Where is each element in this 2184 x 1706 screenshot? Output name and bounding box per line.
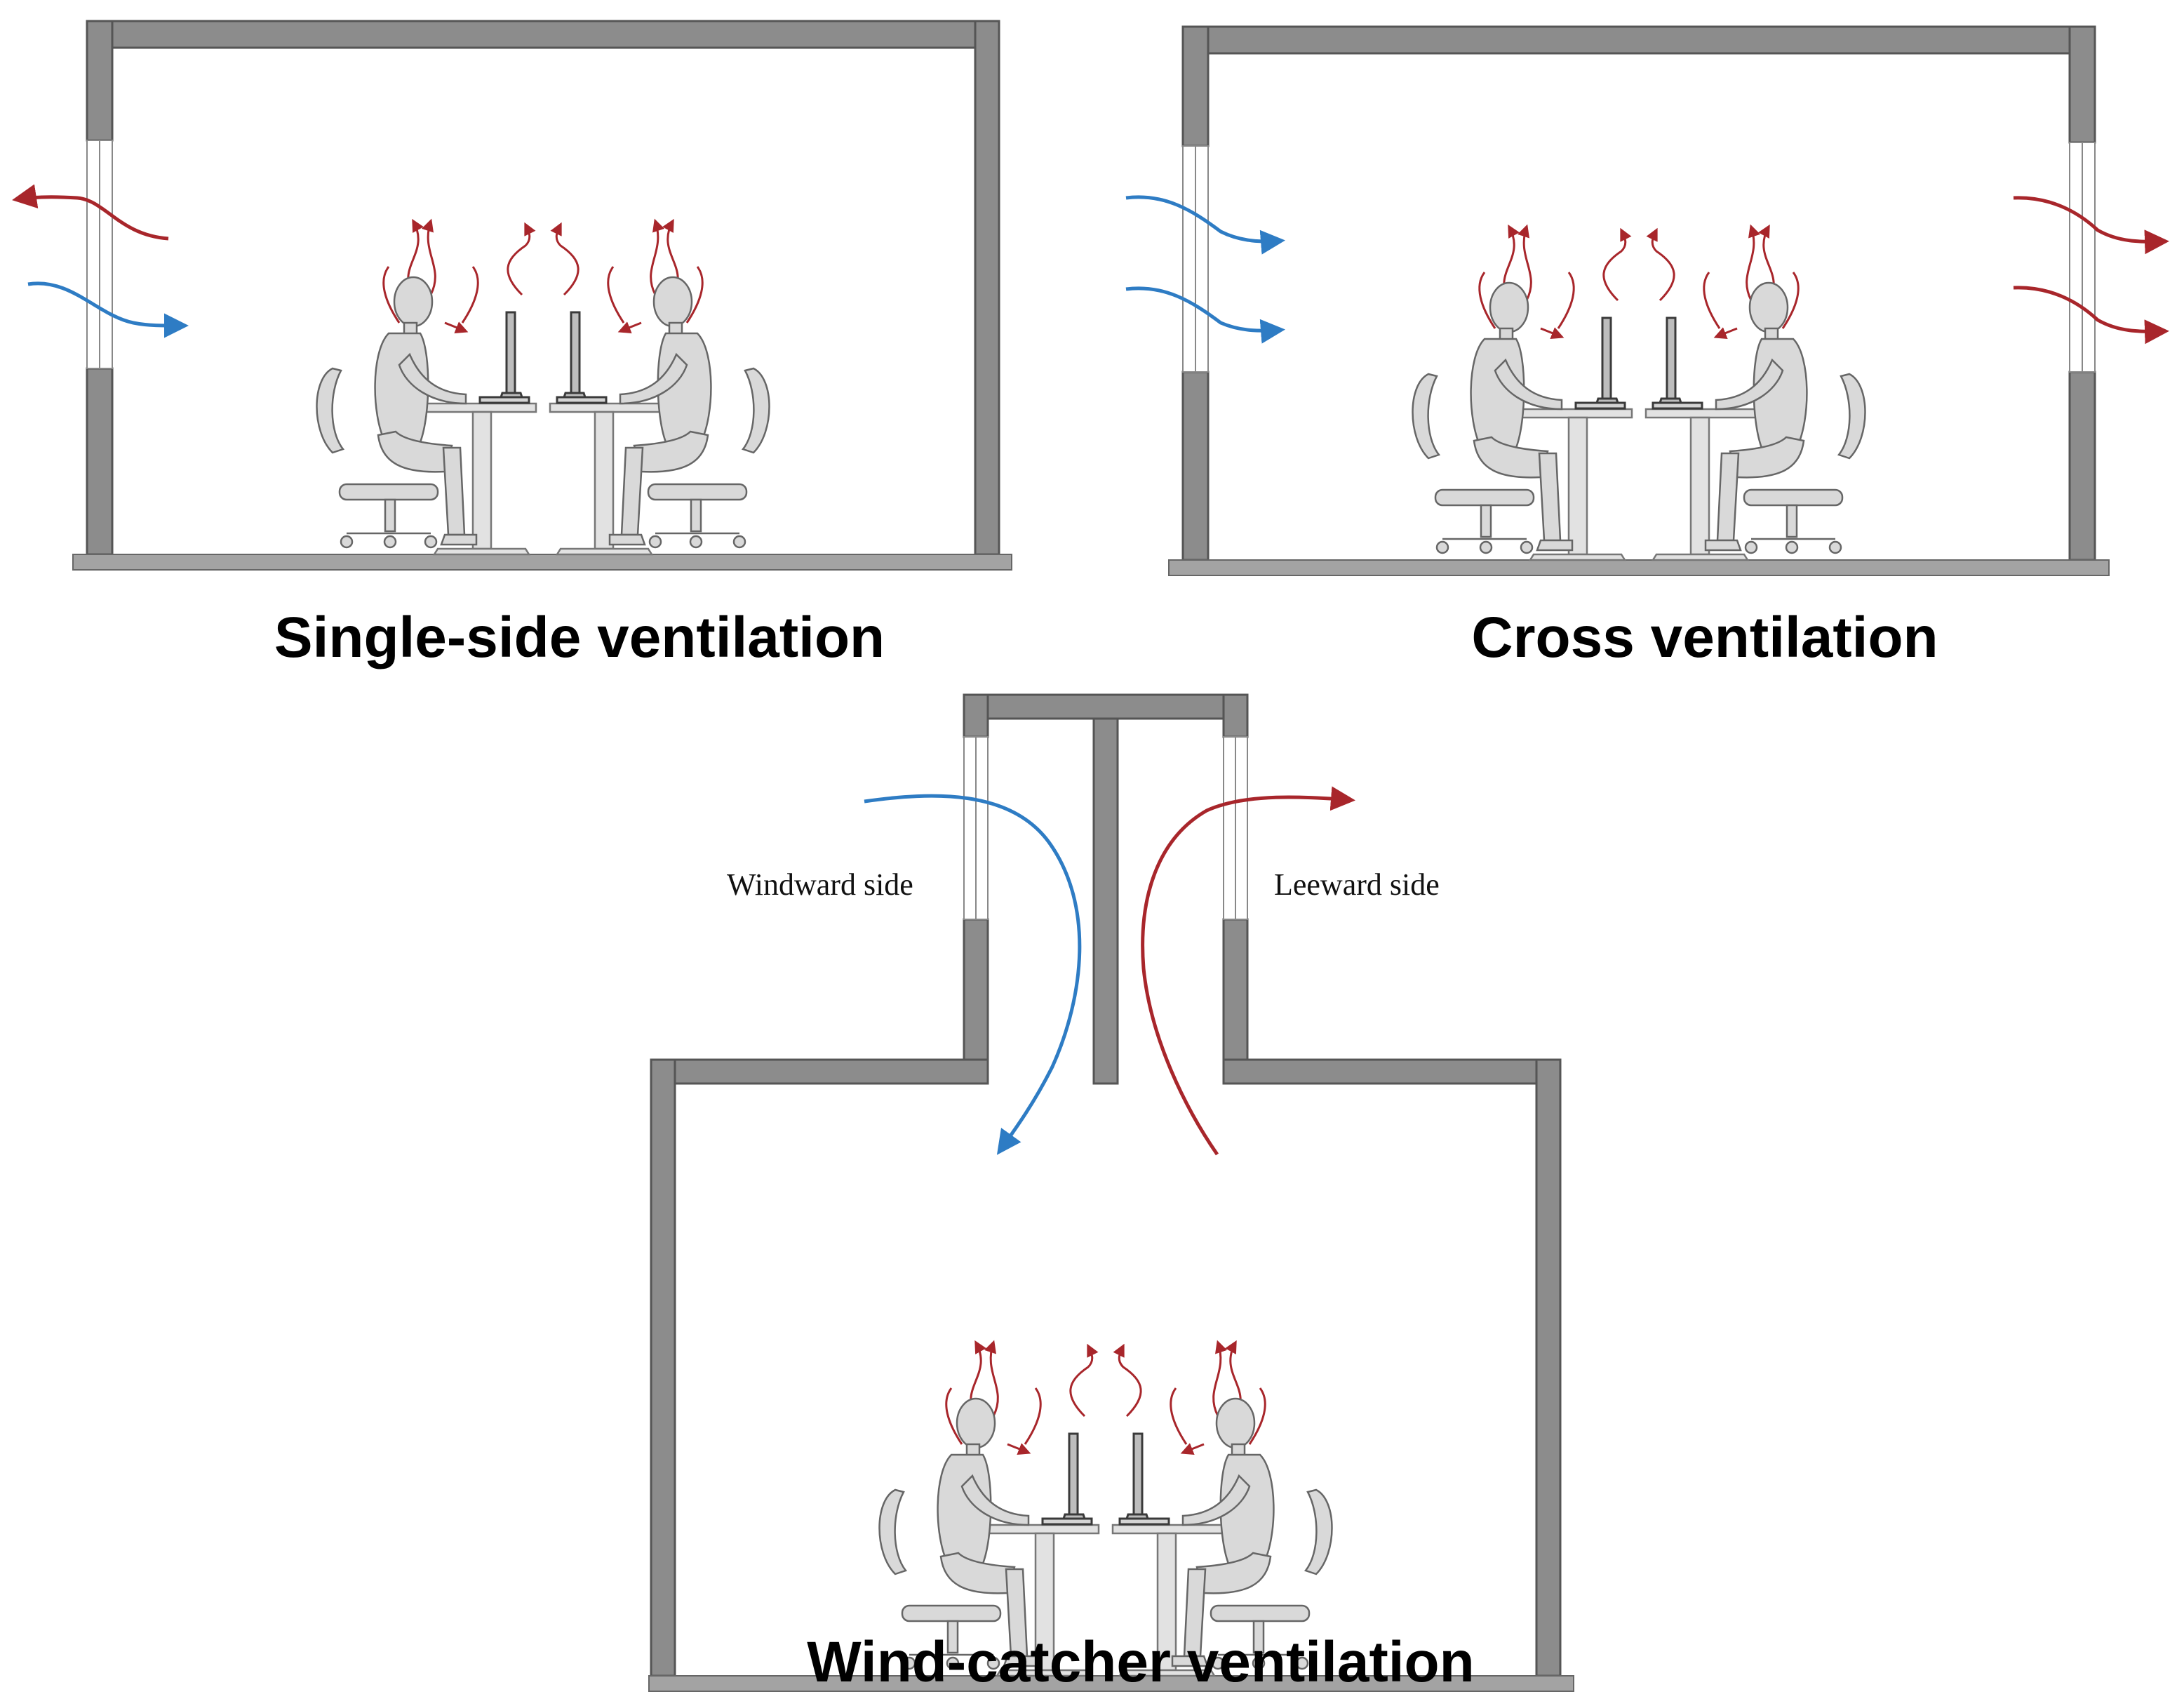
single-side-office-scene	[317, 221, 770, 554]
cross-exhaust-arrow-bottom	[2013, 286, 2169, 345]
single-side-floor	[72, 554, 1012, 571]
cross-panel	[1125, 25, 2169, 576]
tower-cap	[963, 693, 1249, 720]
room-roof-right	[1222, 1058, 1562, 1085]
cross-fresh-air-arrow-bottom	[1125, 286, 1285, 344]
single-side-title: Single-side ventilation	[274, 606, 885, 669]
single-side-exhaust-arrow	[12, 184, 169, 241]
windward-side-label: Windward side	[727, 867, 913, 902]
cross-floor	[1168, 559, 2110, 576]
windward-fresh-air-arrow	[864, 794, 1082, 1155]
cross-left-wall-upper	[1181, 25, 1210, 147]
cross-exhaust-arrow-top	[2013, 196, 2169, 255]
room-left-wall	[650, 1058, 676, 1677]
tower-left-wall-upper	[963, 693, 989, 738]
wind-catcher-floor	[648, 1675, 1574, 1692]
cross-left-wall-lower	[1181, 371, 1210, 561]
single-side-panel	[12, 20, 1012, 571]
wind-catcher-panel	[648, 693, 1574, 1692]
wind-catcher-office-scene	[880, 1342, 1332, 1676]
single-side-left-wall-upper	[86, 20, 114, 142]
tower-right-wall-upper	[1222, 693, 1249, 738]
single-side-right-wall	[974, 20, 1000, 556]
single-side-fresh-air-arrow	[27, 281, 189, 338]
leeward-exhaust-arrow	[1141, 786, 1355, 1156]
cross-right-wall-upper	[2068, 25, 2096, 144]
cross-roof	[1181, 25, 2096, 55]
room-roof-left	[650, 1058, 989, 1085]
tower-center-divider	[1092, 717, 1119, 1085]
single-side-roof	[86, 20, 1000, 49]
room-right-wall	[1535, 1058, 1562, 1677]
cross-title: Cross ventilation	[1471, 606, 1938, 669]
single-side-left-wall-lower	[86, 367, 114, 556]
cross-right-wall-lower	[2068, 371, 2096, 561]
cross-fresh-air-arrow-top	[1125, 195, 1285, 255]
cross-office-scene	[1413, 227, 1865, 560]
leeward-side-label: Leeward side	[1274, 867, 1440, 902]
wind-catcher-title: Wind-catcher ventilation	[807, 1630, 1475, 1694]
